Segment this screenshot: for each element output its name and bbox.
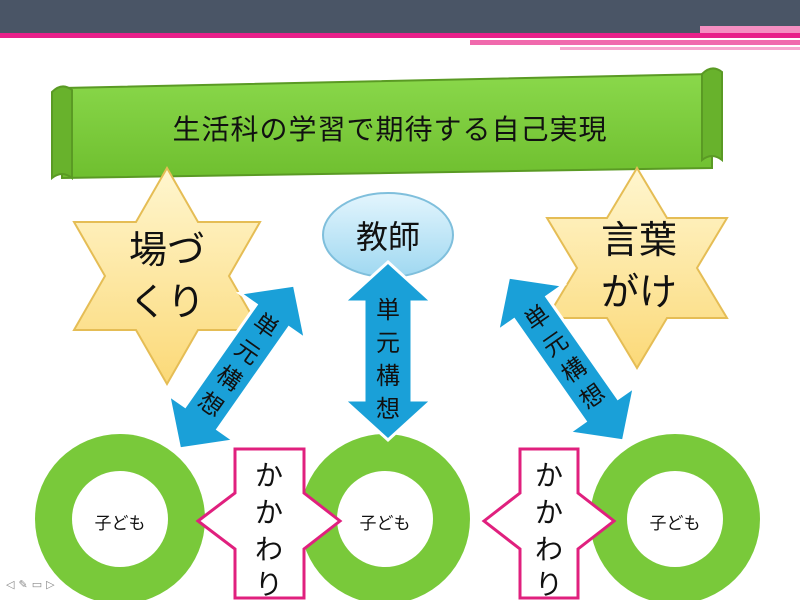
menu-icon[interactable]: ▭ bbox=[31, 578, 47, 591]
interaction-char: り bbox=[535, 568, 563, 600]
header-accent-line bbox=[0, 33, 800, 38]
star-left-line: くり bbox=[128, 280, 205, 324]
interaction-arrow-right bbox=[481, 447, 617, 600]
unit-design-arrow-left bbox=[166, 283, 308, 451]
interaction-label-left: か か わ り bbox=[255, 459, 283, 600]
header-accent-line-3 bbox=[560, 47, 800, 50]
child-label-right: 子ども bbox=[649, 514, 701, 534]
header-bar bbox=[0, 0, 800, 33]
header-accent bbox=[700, 26, 800, 36]
interaction-char: わ bbox=[255, 533, 283, 566]
child-ring-center bbox=[300, 434, 470, 600]
star-right-line: 言葉 bbox=[600, 218, 677, 262]
star-right-shape bbox=[545, 166, 729, 370]
child-label-center: 子ども bbox=[359, 514, 411, 534]
star-right-label: 言葉 がけ bbox=[584, 214, 694, 318]
interaction-char: か bbox=[535, 459, 563, 492]
page-title: 生活科の学習で期待する自己実現 bbox=[172, 113, 608, 146]
child-label-left: 子ども bbox=[94, 514, 146, 534]
interaction-label-right: か か わ り bbox=[535, 459, 563, 600]
pen-icon[interactable]: ✎ bbox=[18, 578, 32, 591]
interaction-char: か bbox=[255, 459, 283, 492]
slide-nav: ◁✎▭▷ bbox=[6, 578, 59, 591]
interaction-char: わ bbox=[535, 533, 563, 566]
unit-design-arrow-right bbox=[495, 275, 637, 443]
prev-icon[interactable]: ◁ bbox=[6, 578, 19, 591]
star-left-shape bbox=[72, 165, 262, 387]
unit-design-char: 元 bbox=[376, 329, 400, 357]
unit-design-arrow-center bbox=[340, 259, 436, 443]
next-icon[interactable]: ▷ bbox=[46, 578, 59, 591]
child-ring-left bbox=[35, 434, 205, 600]
teacher-label: 教師 bbox=[355, 218, 420, 256]
child-ring-right bbox=[590, 434, 760, 600]
unit-design-char: 構 bbox=[376, 362, 400, 390]
title-banner bbox=[51, 67, 723, 181]
star-right-line: がけ bbox=[600, 270, 677, 314]
unit-design-char: 単 bbox=[376, 296, 400, 324]
unit-design-char: 想 bbox=[376, 395, 400, 423]
interaction-char: か bbox=[255, 496, 283, 529]
header-accent-line-2 bbox=[470, 40, 800, 45]
interaction-char: か bbox=[535, 496, 563, 529]
interaction-arrow-left bbox=[195, 447, 343, 600]
star-left-label: 場づ くり bbox=[112, 224, 222, 328]
unit-design-label-center: 単 元 構 想 bbox=[376, 296, 400, 423]
star-left-line: 場づ bbox=[128, 228, 205, 272]
interaction-char: り bbox=[255, 568, 283, 600]
